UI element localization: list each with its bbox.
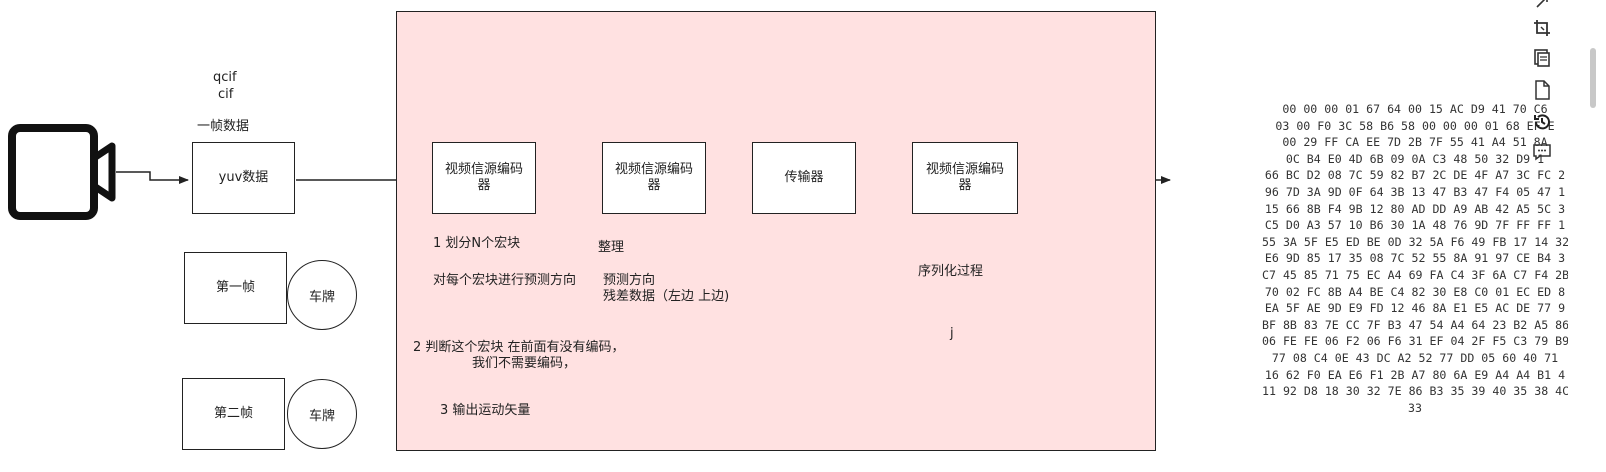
hex-line: 06 FE FE 06 F2 06 F6 31 EF 04 2F F5 C3 7…	[1262, 334, 1568, 349]
hex-line: 11 92 D8 18 30 32 7E 86 B3 35 39 40 35 3…	[1262, 384, 1568, 399]
transmitter-box: 传输器	[752, 142, 856, 214]
note-output-motion-vector: 3 输出运动矢量	[440, 403, 531, 418]
side-toolbar	[1528, 0, 1558, 172]
hex-line: BF 8B 83 7E CC 7F B3 47 54 A4 64 23 B2 A…	[1262, 317, 1568, 332]
hex-line: 70 02 FC 8B A4 BE C4 82 30 E8 C0 01 EC E…	[1264, 284, 1566, 299]
note-divide-macroblocks: 1 划分N个宏块	[433, 236, 521, 251]
qcif-label: qcif	[213, 70, 237, 85]
hex-line: C5 D0 A3 57 10 B6 30 1A 48 76 9D 7F FF F…	[1264, 218, 1566, 233]
video-encoder-box-1: 视频信源编码器	[432, 142, 536, 214]
note-serialization: 序列化过程	[918, 264, 984, 279]
scrollbar-thumb[interactable]	[1590, 48, 1596, 108]
hex-line: 00 00 00 01 67 64 00 15 AC D9 41 70 C6	[1282, 102, 1548, 116]
hex-dump: 00 00 00 01 67 64 00 15 AC D9 41 70 C6 03…	[1262, 101, 1568, 416]
hex-line: 96 7D 3A 9D 0F 64 3B 13 47 B3 47 F4 05 4…	[1264, 184, 1566, 199]
note-check-encoded: 2 判断这个宏块 在前面有没有编码，	[413, 340, 625, 355]
video-encoder-box-2: 视频信源编码器	[602, 142, 706, 214]
note-prediction-direction: 预测方向	[603, 273, 656, 288]
note-no-encode: 我们不需要编码，	[472, 356, 577, 371]
plate-circle-2: 车牌	[287, 379, 357, 449]
hex-line: EA 5F AE 9D E9 FD 12 46 8A E1 E5 AC DE 7…	[1264, 301, 1566, 316]
second-frame-box: 第二帧	[182, 378, 285, 450]
hex-line: 15 66 8B F4 9B 12 80 AD DD A9 AB 42 A5 5…	[1264, 201, 1566, 216]
comment-icon[interactable]	[1530, 140, 1554, 164]
crop-icon[interactable]	[1530, 16, 1554, 40]
cif-label: cif	[218, 87, 234, 102]
hex-line: 77 08 C4 0E 43 DC A2 52 77 DD 05 60 40 7…	[1271, 350, 1559, 365]
note-organize: 整理	[598, 240, 625, 255]
note-predict-direction: 对每个宏块进行预测方向	[433, 273, 577, 288]
frame-data-label: 一帧数据	[197, 119, 250, 134]
video-encoder-box-3: 视频信源编码器	[912, 142, 1018, 214]
process-panel	[396, 11, 1156, 451]
yuv-data-box: yuv数据	[192, 142, 295, 214]
hex-line: 33	[1408, 400, 1422, 415]
hex-line: E6 9D 85 17 35 08 7C 52 55 8A 91 97 CE B…	[1264, 251, 1566, 266]
note-j: j	[950, 326, 954, 341]
hex-line: C7 45 85 71 75 EC A4 69 FA C4 3F 6A C7 F…	[1262, 267, 1568, 282]
note-residual-data: 残差数据（左边 上边)	[603, 289, 730, 304]
hex-line: 55 3A 5F E5 ED BE 0D 32 5A F6 49 FB 17 1…	[1262, 234, 1568, 249]
history-icon[interactable]	[1530, 110, 1554, 134]
hex-line: 16 62 F0 EA E6 F1 2B A7 80 6A E9 A4 A4 B…	[1264, 367, 1566, 382]
first-frame-box: 第一帧	[184, 252, 287, 324]
pin-icon[interactable]	[1530, 0, 1554, 14]
hex-line: 00 29 FF CA EE 7D 2B 7F 55 41 A4 51 8A	[1282, 135, 1548, 150]
copy-icon[interactable]	[1530, 46, 1554, 70]
plate-circle-1: 车牌	[287, 260, 357, 330]
hex-line: 0C B4 E0 4D 6B 09 0A C3 48 50 32 D9 1	[1285, 151, 1545, 166]
camera-to-yuv-arrow	[116, 171, 189, 184]
hex-line: 66 BC D2 08 7C 59 82 B7 2C DE 4F A7 3C F…	[1264, 168, 1566, 183]
camera-icon	[8, 124, 116, 220]
document-icon[interactable]	[1530, 78, 1554, 102]
hex-line: 03 00 F0 3C 58 B6 58 00 00 00 01 68 EF E	[1275, 118, 1555, 133]
